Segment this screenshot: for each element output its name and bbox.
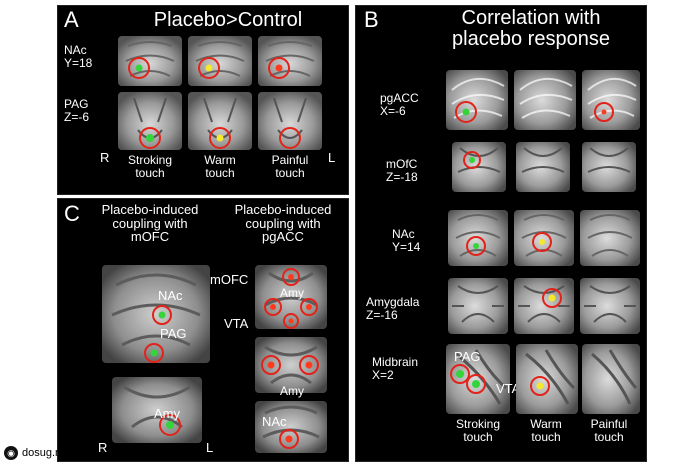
panel-letter: A [64,7,79,32]
brain-slice-sagittal [582,70,640,130]
region-annotation: VTA [224,316,249,331]
brain-slice-axial [452,142,506,192]
brain-slice-coronal [258,36,322,86]
brain-slice-sagittal [446,344,510,414]
brain-slice-coronal [448,210,508,266]
brain-slice-coronal [580,210,640,266]
panel-letter: B [364,7,379,32]
panel-letter: C [64,201,80,226]
brain-slice-sagittal [446,70,508,130]
region-annotation: NAc [262,414,287,429]
brain-slice-axial [118,92,182,150]
brain-slice-sagittal [514,70,576,130]
region-annotation: mOFC [210,272,249,287]
brain-slice-axial [258,92,322,150]
brain-slice-coronal [188,36,252,86]
brain-slice-axial [516,142,570,192]
hemisphere-label-right: L [328,150,336,165]
region-annotation: NAc [158,288,183,303]
brain-slice-axial [188,92,252,150]
hemisphere-label-right: L [206,440,214,455]
region-annotation: PAG [454,349,481,364]
site-watermark[interactable]: ◉ dosug.md [4,444,70,462]
site-logo-icon: ◉ [4,446,18,460]
brain-slice-axial [112,377,202,443]
brain-slice-axial [580,278,640,334]
brain-slice-sagittal [516,344,578,414]
hemisphere-label-left: R [98,440,108,455]
region-annotation: VTA [496,381,521,396]
region-annotation: Amy [280,384,304,398]
brain-slice-sagittal [582,344,640,414]
region-annotation: PAG [160,326,187,341]
brain-slice-coronal-large [102,265,210,363]
site-name: dosug.md [22,447,71,459]
hemisphere-label-left: R [100,150,110,165]
brain-slice-axial [255,265,327,329]
brain-slice-axial [514,278,574,334]
brain-slice-axial [448,278,508,334]
brain-slice-axial [582,142,636,192]
region-annotation: Amy [154,406,180,421]
brain-slice-coronal [118,36,182,86]
region-annotation: Amy [280,286,304,300]
brain-slice-axial [255,337,327,393]
brain-slice-coronal [255,401,327,453]
brain-slice-coronal [514,210,574,266]
panel-title: Placebo>Control [153,9,303,31]
